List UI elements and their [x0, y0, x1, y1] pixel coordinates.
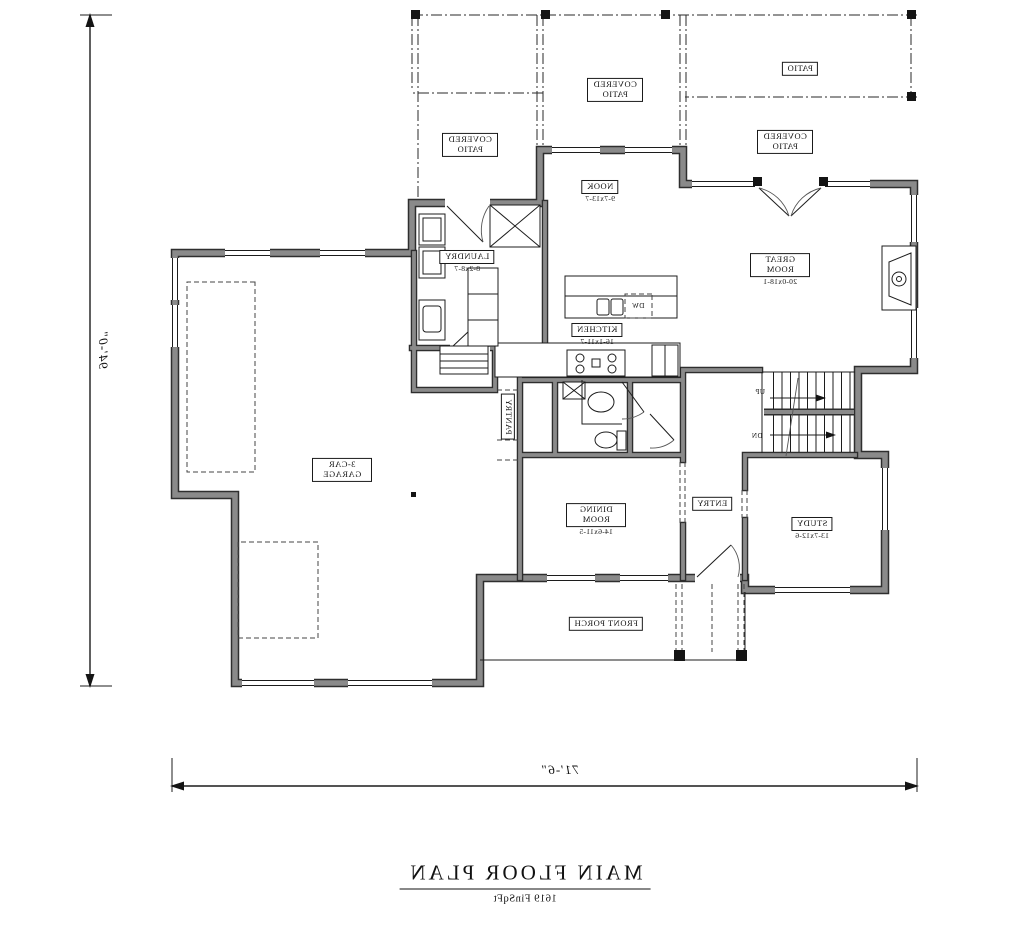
- range-cooktop: [566, 349, 626, 377]
- patio-boundary-lines: [411, 14, 917, 198]
- powder-doors: [621, 381, 675, 449]
- plan-title: MAIN FLOOR PLAN: [399, 860, 651, 890]
- garage-entry-steps: [439, 345, 489, 375]
- room-label-nook: NOOK 9-7x13-7: [581, 176, 619, 204]
- front-porch-lines: [480, 584, 747, 661]
- patio-french-doors: [758, 187, 822, 217]
- room-label-great-room: GREAT ROOM 20-0x18-1: [750, 253, 810, 287]
- pantry-shelves: [497, 389, 518, 461]
- room-label-garage: 3-CAR GARAGE: [312, 457, 372, 482]
- stairs-up-label: UP: [755, 388, 765, 396]
- room-label-laundry: LAUNDRY 8-2x8-7: [439, 246, 495, 274]
- garage-doors: [242, 677, 432, 689]
- room-label-covered-patio-great: COVERED PATIO: [757, 129, 813, 154]
- room-label-pantry: PANTRY: [485, 393, 531, 440]
- back-door: [446, 205, 490, 243]
- room-label-covered-patio-laundry: COVERED PATIO: [442, 132, 498, 157]
- overall-width-dimension: 71'-6": [540, 762, 580, 777]
- room-label-front-porch: FRONT PORCH: [569, 613, 643, 631]
- room-label-entry: ENTRY: [691, 493, 733, 511]
- room-label-study: STUDY 13-7x12-6: [791, 513, 833, 541]
- powder-room-fixtures: [581, 380, 627, 451]
- kitchen-counter: [494, 342, 681, 378]
- laundry-fixtures: [418, 204, 541, 347]
- chase-box: [562, 381, 586, 400]
- front-door: [696, 544, 740, 578]
- garage-details: [186, 281, 432, 689]
- dishwasher-label: DW: [631, 302, 645, 310]
- kitchen-island: [564, 275, 678, 319]
- patio-posts: [411, 10, 916, 186]
- overall-depth-dimension: 94'-0": [96, 330, 111, 370]
- plan-square-footage: 1619 FinSqFt: [493, 893, 557, 905]
- staircase: [761, 371, 855, 457]
- windows: [170, 145, 919, 595]
- stairs-down-label: DN: [751, 432, 763, 440]
- room-label-patio: PATIO: [782, 58, 818, 76]
- fireplace: [881, 245, 917, 311]
- room-label-dining-room: DINING ROOM 14-6x11-5: [566, 503, 626, 537]
- room-label-covered-patio-nook: COVERED PATIO: [587, 77, 643, 102]
- dimension-lines: [80, 13, 919, 792]
- room-label-kitchen: KITCHEN 16-1x11-7: [571, 319, 623, 347]
